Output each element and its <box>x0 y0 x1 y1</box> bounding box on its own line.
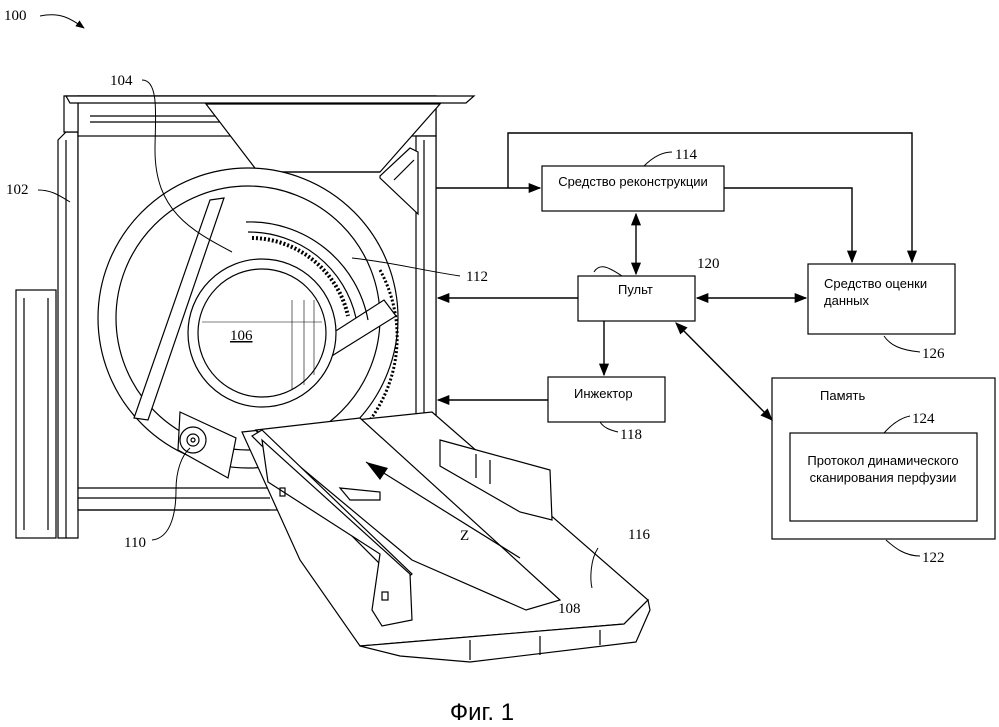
ref-114: 114 <box>675 147 697 163</box>
ref-116: 116 <box>628 527 650 543</box>
data-evaluator-label-2: данных <box>824 293 870 308</box>
patient-support <box>242 412 650 662</box>
ref-118: 118 <box>620 427 642 443</box>
axis-z-label: Z <box>460 528 469 544</box>
ref-122: 122 <box>922 550 945 566</box>
protocol-label-1: Протокол динамического <box>807 453 958 468</box>
injector-label: Инжектор <box>574 386 633 401</box>
ref-104: 104 <box>110 73 133 89</box>
reconstructor-label: Средство реконструкции <box>558 174 708 189</box>
ref-106: 106 <box>230 328 253 344</box>
figure-caption: Фиг. 1 <box>450 699 514 726</box>
ref-126: 126 <box>922 346 945 362</box>
ref-110: 110 <box>124 535 146 551</box>
ref-112: 112 <box>466 269 488 285</box>
memory-label: Память <box>820 388 866 403</box>
ref-100: 100 <box>4 8 27 24</box>
data-evaluator-label-1: Средство оценки <box>824 276 927 291</box>
ref-120: 120 <box>697 256 720 272</box>
console-label: Пульт <box>618 282 653 297</box>
console-memory-arrow <box>676 323 772 420</box>
ref-124: 124 <box>912 411 935 427</box>
ref-102: 102 <box>6 182 29 198</box>
reconstructor-to-evaluator-arrow <box>724 188 852 262</box>
ref-108: 108 <box>558 601 581 617</box>
protocol-label-2: сканирования перфузии <box>810 470 957 485</box>
